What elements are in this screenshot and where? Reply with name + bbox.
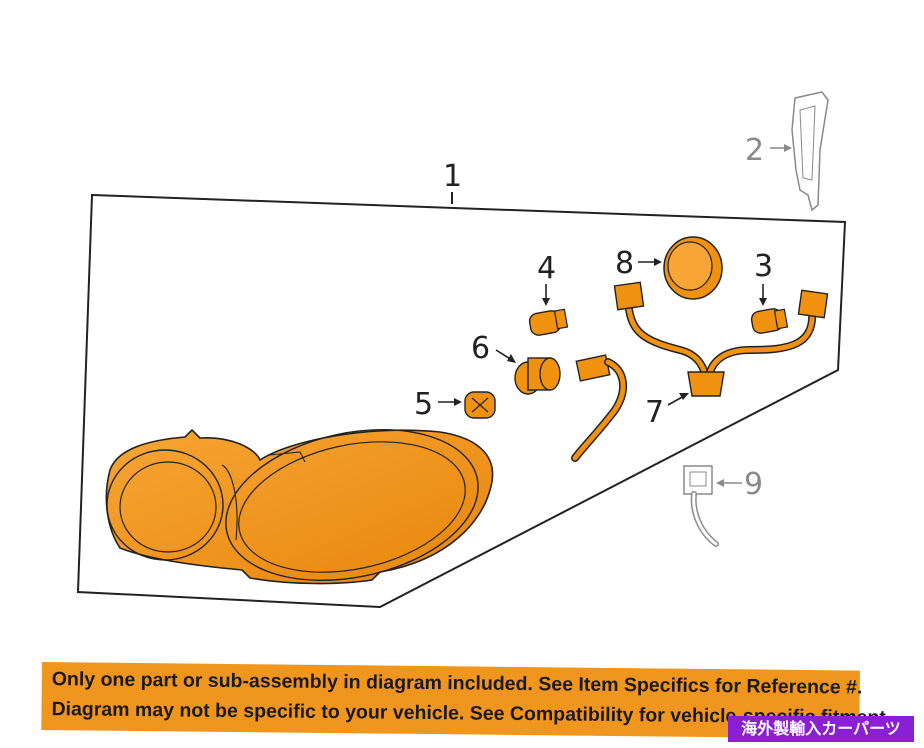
callout-leader-7 [667, 395, 685, 406]
harness-part-7 [613, 281, 829, 397]
arrowhead-7 [679, 393, 689, 400]
arrowhead-2 [784, 144, 792, 152]
import-parts-badge: 海外製輸入カーパーツ [728, 716, 914, 742]
arrowhead-8 [654, 258, 662, 266]
arrowhead-6 [507, 354, 516, 363]
callout-3: 3 [754, 249, 773, 284]
cap-part-8 [663, 236, 723, 300]
disclaimer-line-1: Only one part or sub-assembly in diagram… [51, 668, 863, 699]
bracket-part-2 [791, 91, 829, 212]
arrowhead-4 [542, 298, 550, 306]
socket-part-6 [514, 357, 561, 395]
callout-4: 4 [537, 251, 556, 286]
bulb-part-3 [750, 308, 789, 334]
callout-1: 1 [443, 159, 462, 194]
socket-part-5 [464, 391, 496, 419]
connector-part-9 [683, 465, 719, 547]
headlamp-housing [105, 428, 494, 585]
assembly-outline [76, 193, 847, 609]
callout-8: 8 [615, 246, 634, 281]
callout-7: 7 [645, 395, 664, 430]
callout-9: 9 [744, 467, 763, 502]
callout-5: 5 [414, 387, 433, 422]
arrowhead-5 [454, 398, 462, 406]
callout-6: 6 [471, 331, 490, 366]
bulb-part-4 [528, 308, 569, 336]
callout-2: 2 [745, 133, 764, 168]
arrowhead-9 [716, 479, 724, 487]
arrowhead-3 [759, 298, 767, 306]
wire-connector [571, 354, 627, 462]
